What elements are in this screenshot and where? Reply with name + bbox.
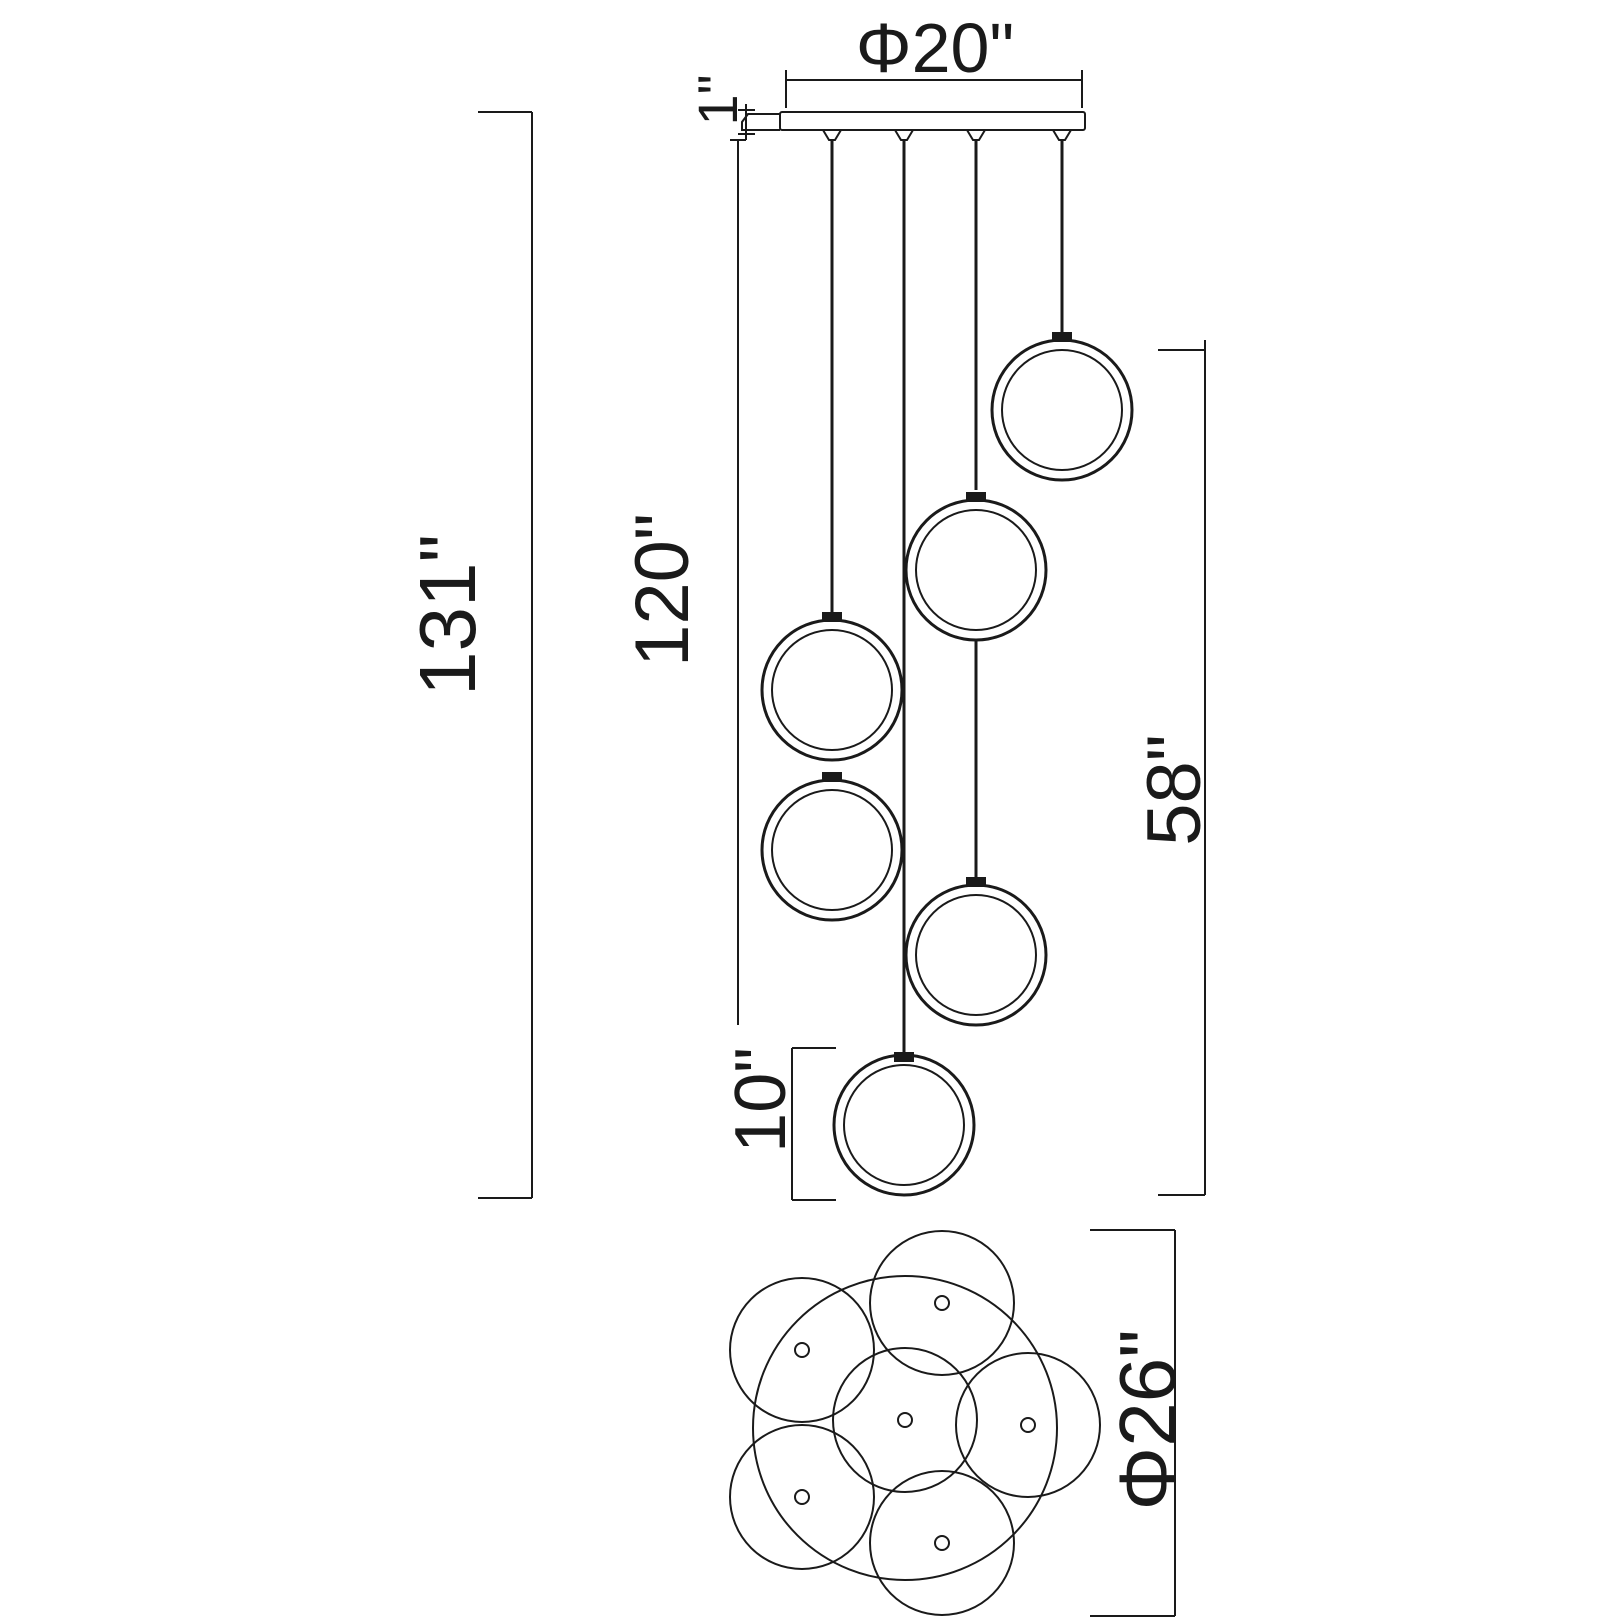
canopy	[741, 111, 1086, 131]
pendant-cables	[822, 129, 1072, 1052]
globe-6	[832, 1052, 976, 1197]
plan-globe-bottom-left	[729, 1424, 875, 1570]
canopy-diameter-dimension: Φ20"	[785, 9, 1083, 108]
globe-height-dimension: 10"	[721, 1047, 836, 1201]
plan-canopy-outline	[752, 1275, 1058, 1581]
plan-globe-bottom-right	[869, 1470, 1015, 1616]
plan-globe-center	[832, 1347, 978, 1493]
globe-3	[760, 612, 904, 762]
canopy-diameter-label: Φ20"	[856, 9, 1015, 87]
plan-view	[729, 1230, 1101, 1616]
globe-4	[760, 772, 904, 922]
globe-1	[990, 332, 1134, 482]
plan-globe-top-right	[869, 1230, 1015, 1376]
cable-length-dimension: 120"	[620, 139, 746, 1025]
plan-globe-right	[955, 1352, 1101, 1498]
overall-height-label: 131"	[403, 534, 492, 696]
plan-globe-top-left	[729, 1277, 875, 1423]
canopy-height-label: 1"	[686, 74, 749, 125]
fixture-range-dimension: 58"	[1132, 340, 1217, 1196]
canopy-height-dimension: 1"	[686, 74, 755, 140]
spread-diameter-dimension: Φ26"	[1090, 1229, 1192, 1617]
globe-2	[904, 492, 1048, 642]
overall-height-dimension: 131"	[403, 111, 533, 1199]
cable-length-label: 120"	[620, 513, 705, 667]
globe-5	[904, 877, 1048, 1027]
globe-height-label: 10"	[721, 1047, 801, 1153]
spread-diameter-label: Φ26"	[1103, 1329, 1192, 1510]
fixture-range-label: 58"	[1132, 734, 1217, 846]
